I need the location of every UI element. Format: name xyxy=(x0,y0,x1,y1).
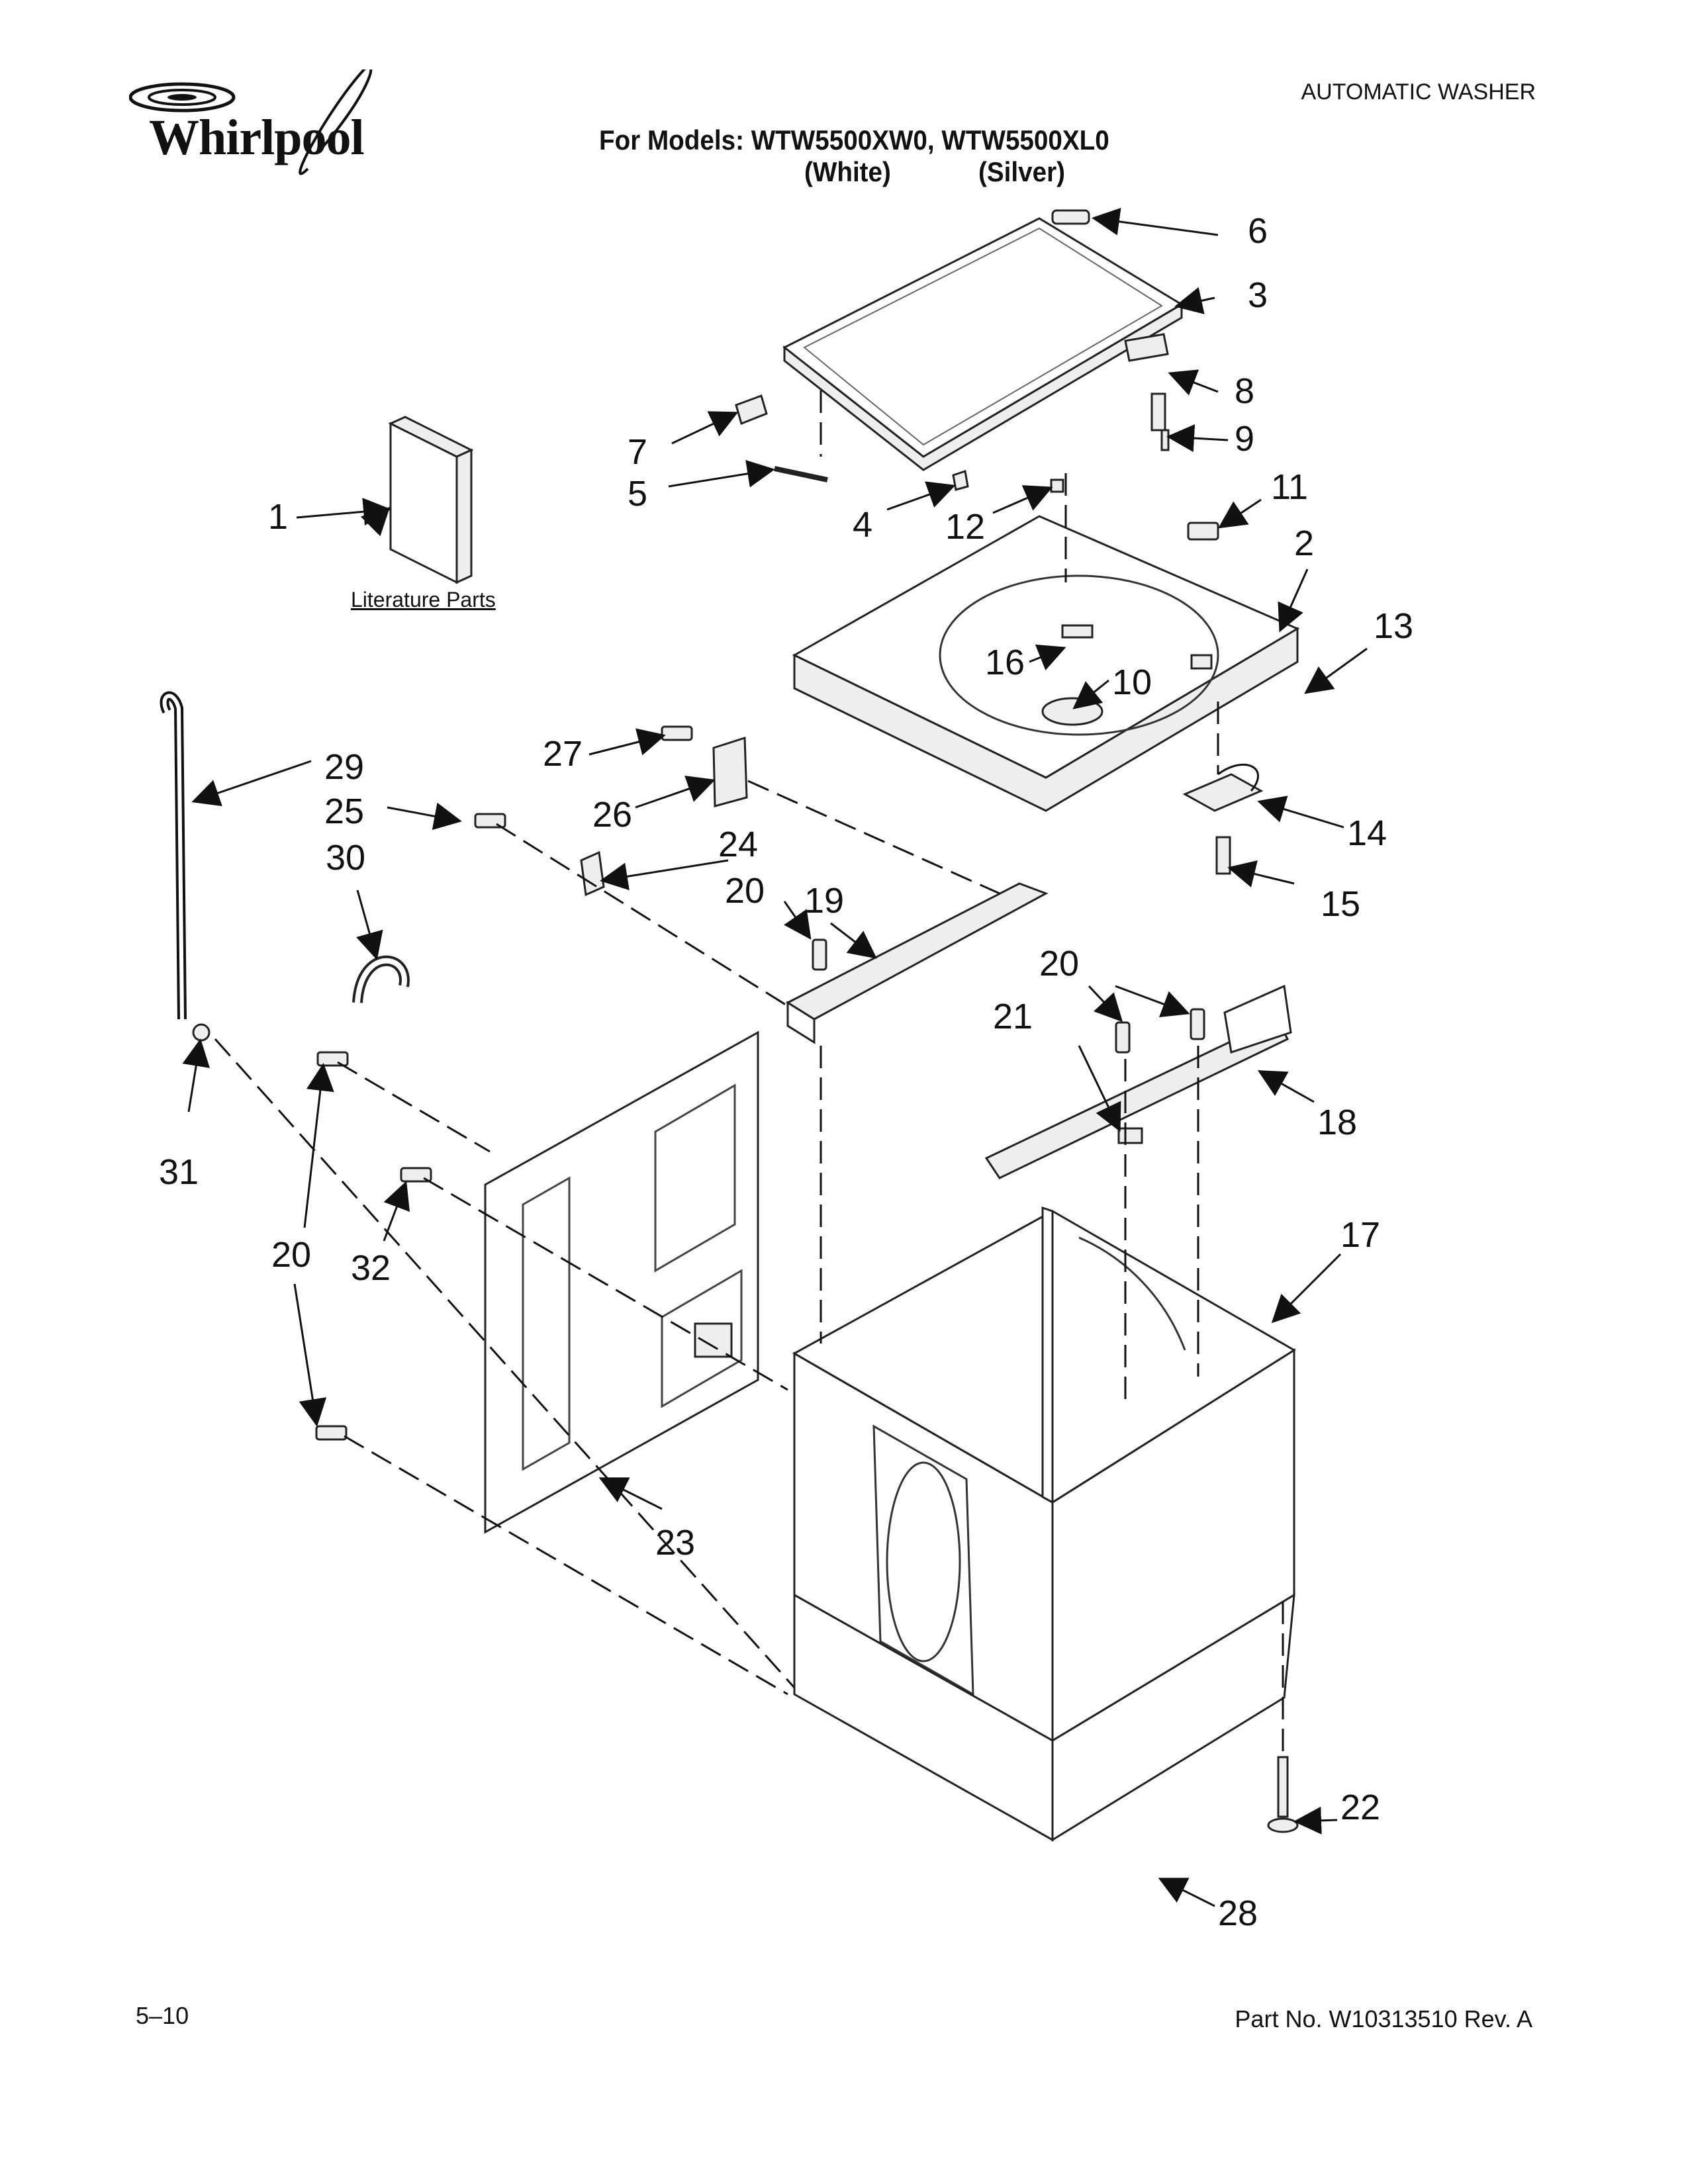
callout-25: 25 xyxy=(324,792,365,831)
document-type: AUTOMATIC WASHER xyxy=(1301,79,1536,105)
callout-6: 6 xyxy=(1248,211,1268,251)
callout-30: 30 xyxy=(326,838,366,878)
callout-8: 8 xyxy=(1235,371,1255,411)
callout-18: 18 xyxy=(1317,1103,1358,1142)
cover-plate xyxy=(712,736,748,807)
callout-20-top: 20 xyxy=(725,871,765,911)
callout-1: 1 xyxy=(268,497,289,537)
callout-32: 32 xyxy=(351,1248,391,1288)
drain-hose xyxy=(160,691,410,1042)
callout-27: 27 xyxy=(543,734,583,774)
screws xyxy=(315,725,1205,1441)
callout-12: 12 xyxy=(945,507,986,547)
callout-31: 31 xyxy=(159,1152,199,1192)
callout-5: 5 xyxy=(628,474,648,514)
side-bracket xyxy=(580,850,605,897)
callout-28: 28 xyxy=(1218,1893,1258,1933)
callout-3: 3 xyxy=(1248,275,1268,315)
brand-name: Whirlpool xyxy=(149,110,365,165)
callout-11: 11 xyxy=(1271,467,1309,507)
callout-24: 24 xyxy=(718,825,759,864)
callout-15: 15 xyxy=(1321,884,1361,924)
whirlpool-logo: Whirlpool xyxy=(129,69,394,202)
top-panel xyxy=(792,515,1300,812)
lid xyxy=(782,217,1184,471)
footer-date: 5–10 xyxy=(136,2002,189,2029)
callout-29: 29 xyxy=(324,747,365,787)
control-board xyxy=(1182,763,1264,875)
literature-booklet xyxy=(388,416,474,584)
leader-arrows xyxy=(182,208,1368,1907)
callout-2: 2 xyxy=(1294,523,1315,563)
variant-white: (White) xyxy=(804,156,891,187)
callout-22: 22 xyxy=(1340,1788,1381,1827)
callout-20-left: 20 xyxy=(271,1235,312,1275)
rear-panel xyxy=(484,1030,759,1534)
callout-19: 19 xyxy=(804,881,845,921)
leveling-foot xyxy=(1267,1756,1299,1833)
callout-21: 21 xyxy=(993,997,1033,1036)
logo-swirl-icon xyxy=(129,69,373,175)
callout-23: 23 xyxy=(655,1523,696,1563)
callout-4: 4 xyxy=(853,505,873,545)
callout-13: 13 xyxy=(1374,606,1414,646)
callout-16: 16 xyxy=(985,643,1025,682)
hinge-parts xyxy=(735,209,1219,541)
footer-part-number: Part No. W10313510 Rev. A xyxy=(1235,2005,1532,2032)
callout-26: 26 xyxy=(592,795,633,835)
models-line: For Models: WTW5500XW0, WTW5500XL0 xyxy=(599,124,1109,156)
callout-10: 10 xyxy=(1112,662,1152,702)
callout-9: 9 xyxy=(1235,419,1255,459)
cabinet xyxy=(792,1206,1296,1842)
literature-parts-label: Literature Parts xyxy=(351,588,496,612)
front-brace xyxy=(785,882,1049,1044)
callout-7: 7 xyxy=(628,432,648,472)
variant-silver: (Silver) xyxy=(978,156,1065,187)
callout-14: 14 xyxy=(1347,813,1387,853)
callout-17: 17 xyxy=(1340,1215,1381,1255)
callout-20-right: 20 xyxy=(1039,944,1080,983)
rear-brace xyxy=(984,984,1292,1179)
assembly-lines xyxy=(214,390,1284,1754)
